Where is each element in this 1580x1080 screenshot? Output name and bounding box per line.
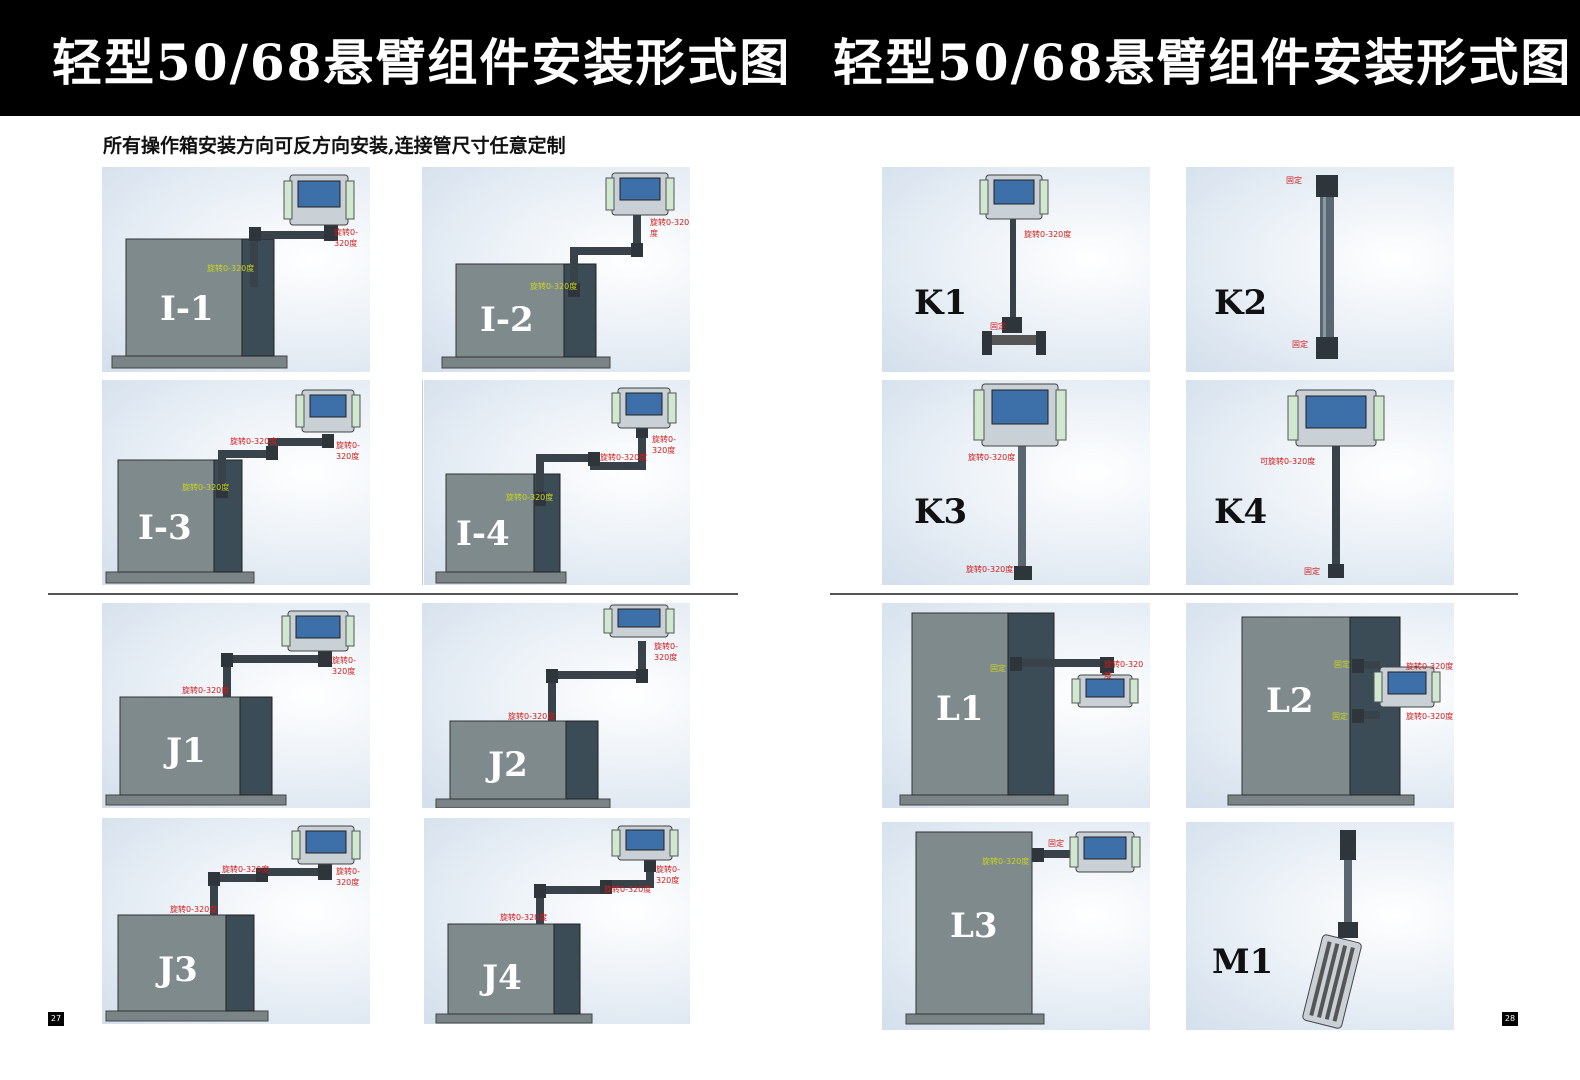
annotation-rotate: 旋转0-320度 bbox=[1104, 660, 1144, 680]
panel-l2: 固定 固定 旋转0-320度 旋转0-320度 L2 bbox=[1186, 603, 1454, 808]
annotation-fixed: 固定 bbox=[990, 322, 1006, 331]
annotation-rotate: 旋转0-320度 bbox=[506, 493, 554, 502]
annotation-rotate: 旋转0-320度 bbox=[500, 913, 548, 922]
annotation-rotate: 旋转0-320度 bbox=[170, 905, 218, 914]
annotation-rotate: 旋转0-320度 bbox=[982, 857, 1030, 866]
panel-label: L3 bbox=[950, 906, 998, 946]
annotation-fixed: 固定 bbox=[1334, 660, 1350, 669]
panel-k1: 旋转0-320度 固定 K1 bbox=[882, 167, 1150, 372]
header-title-left: 轻型50/68悬臂组件安装形式图 bbox=[52, 33, 792, 92]
page-number-left: 27 bbox=[48, 1012, 64, 1026]
annotation-rotate: 旋转0-320度 bbox=[1406, 662, 1454, 671]
annotation-rotate: 旋转0-320度 bbox=[650, 218, 690, 238]
section-divider-left bbox=[48, 593, 738, 595]
annotation-rotate: 旋转0-320度 bbox=[654, 642, 678, 662]
annotation-rotate-can: 可旋转0-320度 bbox=[1260, 457, 1316, 466]
panel-j4: 旋转0-320度 旋转0-320度 旋转0-320度 J4 bbox=[424, 818, 690, 1024]
panel-j1: 旋转0-320度 旋转0-320度 J1 bbox=[102, 603, 370, 808]
header-bar: 轻型50/68悬臂组件安装形式图 轻型50/68悬臂组件安装形式图 bbox=[0, 0, 1580, 116]
annotation-rotate: 旋转0-320度 bbox=[332, 656, 356, 676]
annotation-rotate: 旋转0-320度 bbox=[336, 441, 360, 461]
panel-label: I-1 bbox=[160, 289, 214, 329]
annotation-rotate: 旋转0-320度 bbox=[1024, 230, 1072, 239]
annotation-fixed: 固定 bbox=[1286, 176, 1302, 185]
annotation-rotate: 旋转0-320度 bbox=[600, 453, 648, 462]
annotation-rotate: 旋转0-320度 bbox=[334, 228, 358, 248]
panel-label: M1 bbox=[1212, 942, 1274, 982]
annotation-rotate: 旋转0-320度 bbox=[207, 264, 255, 273]
annotation-fixed: 固定 bbox=[1304, 567, 1320, 576]
panel-label: I-4 bbox=[456, 514, 510, 554]
panel-i-3: 旋转0-320度 旋转0-320度 旋转0-320度 I-3 bbox=[102, 380, 370, 585]
annotation-rotate: 旋转0-320度 bbox=[1406, 712, 1454, 721]
panel-j3: 旋转0-320度 旋转0-320度 旋转0-320度 J3 bbox=[102, 818, 370, 1024]
panel-label: I-2 bbox=[480, 300, 534, 340]
vertical-divider bbox=[422, 380, 423, 585]
section-divider-right bbox=[830, 593, 1518, 595]
annotation-rotate: 旋转0-320度 bbox=[336, 867, 360, 887]
annotation-rotate: 旋转0-320度 bbox=[222, 865, 270, 874]
annotation-fixed: 固定 bbox=[1048, 839, 1064, 848]
annotation-rotate: 旋转0-320度 bbox=[182, 686, 230, 695]
panel-label: J2 bbox=[488, 745, 528, 785]
annotation-rotate: 旋转0-320度 bbox=[966, 565, 1014, 574]
panel-label: K4 bbox=[1214, 492, 1268, 532]
panel-k4: 可旋转0-320度 固定 K4 bbox=[1186, 380, 1454, 585]
subtitle: 所有操作箱安装方向可反方向安装,连接管尺寸任意定制 bbox=[103, 135, 566, 157]
panel-j2: 旋转0-320度 旋转0-320度 J2 bbox=[422, 603, 690, 808]
annotation-fixed: 固定 bbox=[1292, 340, 1308, 349]
panel-label: J4 bbox=[482, 958, 522, 998]
annotation-rotate: 旋转0-320度 bbox=[968, 453, 1016, 462]
panel-label: K2 bbox=[1214, 283, 1268, 323]
panel-label: K3 bbox=[914, 492, 968, 532]
panel-label: J3 bbox=[158, 950, 198, 990]
annotation-rotate: 旋转0-320度 bbox=[656, 865, 680, 885]
panel-m1: M1 bbox=[1186, 822, 1454, 1030]
panel-i-2: 旋转0-320度 旋转0-320度 I-2 bbox=[422, 167, 690, 372]
panel-i-4: 旋转0-320度 旋转0-320度 旋转0-320度 I-4 bbox=[424, 380, 690, 585]
annotation-rotate: 旋转0-320度 bbox=[604, 885, 652, 894]
header-title-right: 轻型50/68悬臂组件安装形式图 bbox=[833, 33, 1573, 92]
panel-label: I-3 bbox=[138, 508, 192, 548]
annotation-fixed: 固定 bbox=[1332, 712, 1348, 721]
panel-i-1: 旋转0-320度 旋转0-320度 I-1 bbox=[102, 167, 370, 372]
panel-label: K1 bbox=[914, 283, 968, 323]
page-number-right: 28 bbox=[1502, 1012, 1518, 1026]
panel-label: J1 bbox=[166, 731, 206, 771]
annotation-rotate: 旋转0-320度 bbox=[230, 437, 278, 446]
panel-k3: 旋转0-320度 旋转0-320度 K3 bbox=[882, 380, 1150, 585]
panel-l3: 固定 旋转0-320度 L3 bbox=[882, 822, 1150, 1030]
annotation-rotate: 旋转0-320度 bbox=[508, 712, 556, 721]
annotation-rotate: 旋转0-320度 bbox=[530, 282, 578, 291]
panel-l1: 固定 旋转0-320度 L1 bbox=[882, 603, 1150, 808]
panel-k2: 固定 固定 K2 bbox=[1186, 167, 1454, 372]
panel-label: L1 bbox=[936, 689, 984, 729]
panel-label: L2 bbox=[1266, 681, 1314, 721]
annotation-rotate: 旋转0-320度 bbox=[652, 435, 676, 455]
annotation-rotate: 旋转0-320度 bbox=[182, 483, 230, 492]
annotation-fixed: 固定 bbox=[990, 664, 1006, 673]
